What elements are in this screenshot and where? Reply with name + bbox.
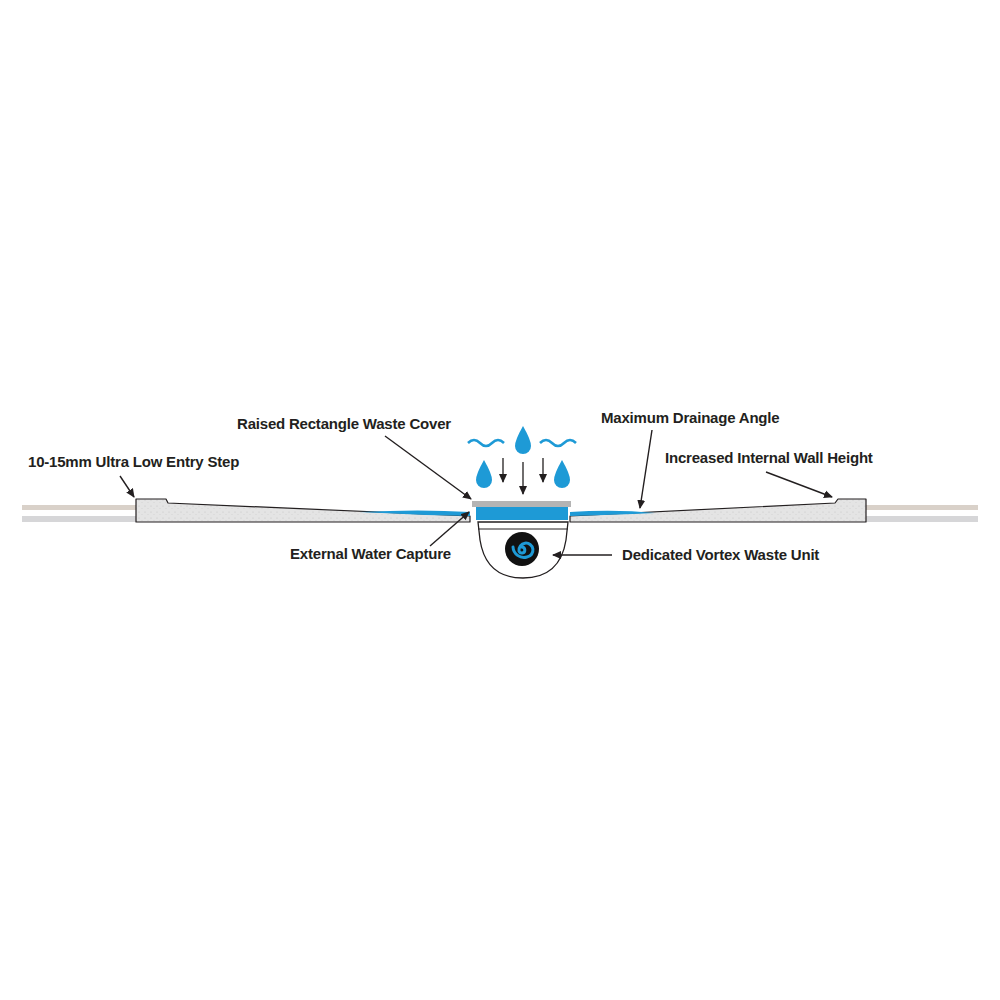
callout-label: 10-15mm Ultra Low Entry Step [28,453,239,471]
leader-lines [120,430,832,555]
tray-body [136,499,866,522]
callout-label: External Water Capture [290,545,451,563]
callout-label: Increased Internal Wall Height [665,449,873,467]
water-capture [476,507,568,520]
vortex-waste-unit [478,522,568,578]
waste-cover [472,501,571,507]
callout-label: Dedicated Vortex Waste Unit [622,546,819,564]
falling-water [468,426,576,494]
callout-label: Raised Rectangle Waste Cover [237,415,451,433]
callout-label: Maximum Drainage Angle [601,409,779,427]
